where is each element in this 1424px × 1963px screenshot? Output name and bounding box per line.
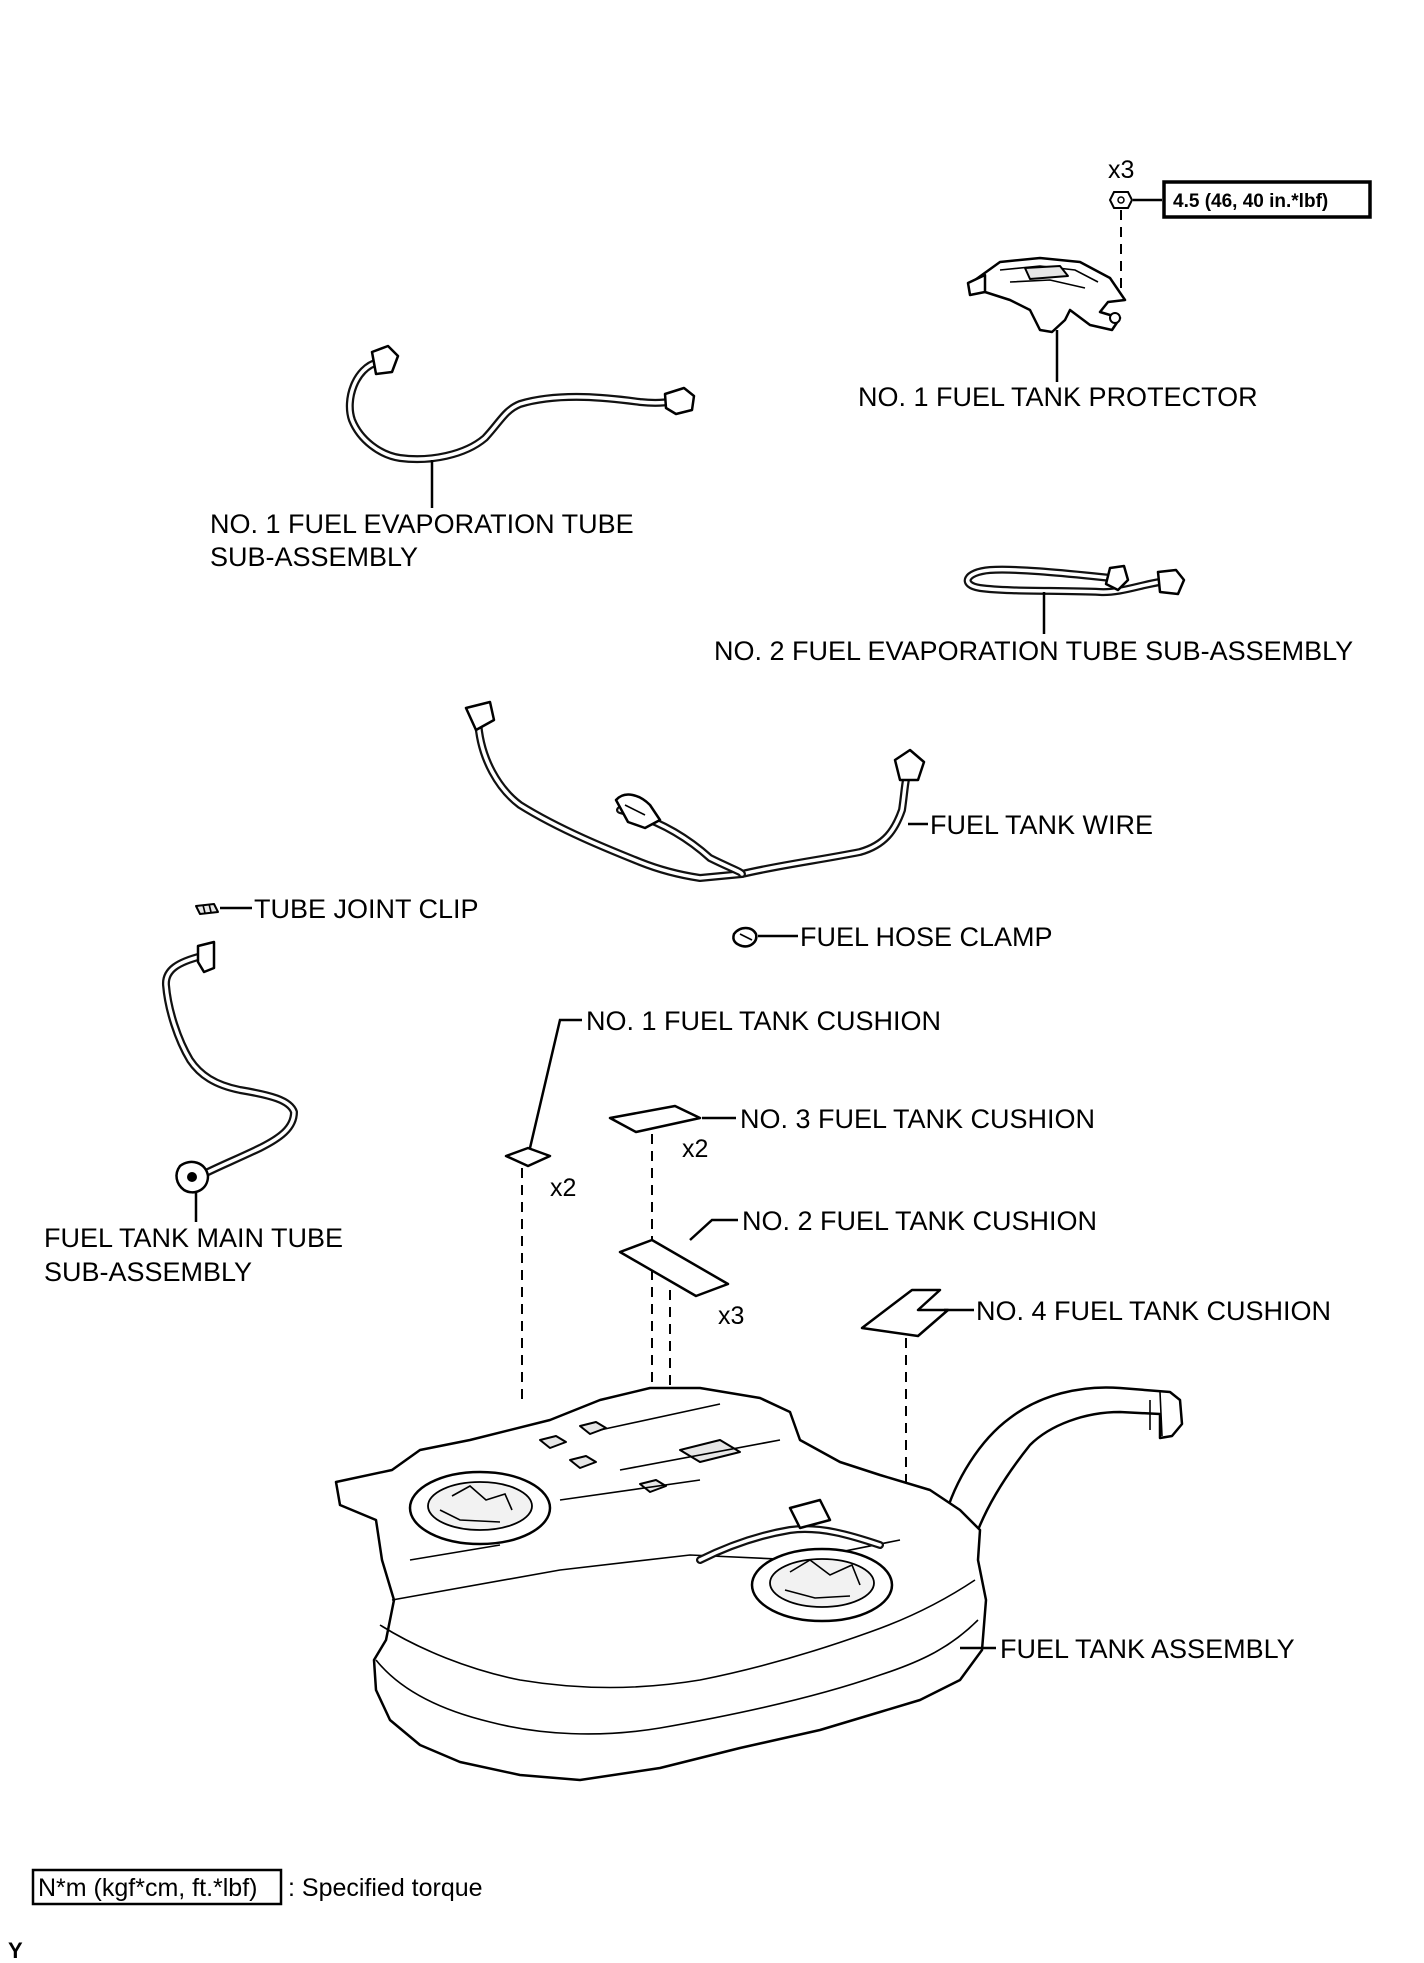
clip-label: TUBE JOINT CLIP — [254, 894, 479, 924]
evap-tube-2-label: NO. 2 FUEL EVAPORATION TUBE SUB-ASSEMBLY — [714, 636, 1353, 666]
protector-label: NO. 1 FUEL TANK PROTECTOR — [858, 382, 1258, 412]
fuel-tank-part — [334, 1386, 1184, 1782]
main-tube-label-line1: FUEL TANK MAIN TUBE — [44, 1223, 343, 1253]
tank-label: FUEL TANK ASSEMBLY — [1000, 1634, 1295, 1664]
clamp-label: FUEL HOSE CLAMP — [800, 922, 1053, 952]
evap-tube-1-label-line1: NO. 1 FUEL EVAPORATION TUBE — [210, 509, 634, 539]
cushion-3-quantity: x2 — [682, 1135, 708, 1163]
cushion-4-part — [860, 1288, 950, 1338]
cushion-1-quantity: x2 — [550, 1174, 576, 1202]
cushion-1-part — [504, 1146, 552, 1168]
cushion-2-quantity: x3 — [718, 1302, 744, 1330]
fuel-tank-wire-part — [464, 700, 926, 882]
torque-value: 4.5 (46, 40 in.*lbf) — [1173, 191, 1328, 212]
torque-box — [1162, 180, 1372, 219]
legend-text: : Specified torque — [288, 1874, 483, 1902]
main-tube-label-line2: SUB-ASSEMBLY — [44, 1257, 252, 1287]
wire-label: FUEL TANK WIRE — [930, 810, 1153, 840]
corner-code: Y — [8, 1938, 23, 1963]
nut-quantity: x3 — [1108, 156, 1134, 184]
protector-part — [966, 256, 1127, 334]
cushion-1-leader — [528, 1018, 582, 1149]
cushion-3-label: NO. 3 FUEL TANK CUSHION — [740, 1104, 1095, 1134]
cushion-2-part — [618, 1238, 730, 1298]
cushion-1-label: NO. 1 FUEL TANK CUSHION — [586, 1006, 941, 1036]
main-tube-part — [162, 940, 298, 1194]
cushion-4-label: NO. 4 FUEL TANK CUSHION — [976, 1296, 1331, 1326]
cushion-2-leader — [689, 1218, 738, 1241]
legend-torque-box — [31, 1868, 283, 1906]
evap-tube-1-label-line2: SUB-ASSEMBLY — [210, 542, 418, 572]
fuel-hose-clamp-icon — [732, 926, 758, 948]
nut-icon — [1108, 191, 1134, 209]
cushion-3-part — [608, 1104, 702, 1134]
tube-joint-clip-icon — [195, 903, 219, 915]
legend-box-text: N*m (kgf*cm, ft.*lbf) — [38, 1874, 257, 1902]
evap-tube-2-part — [963, 564, 1186, 597]
cushion-2-label: NO. 2 FUEL TANK CUSHION — [742, 1206, 1097, 1236]
evap-tube-1-part — [345, 344, 696, 464]
